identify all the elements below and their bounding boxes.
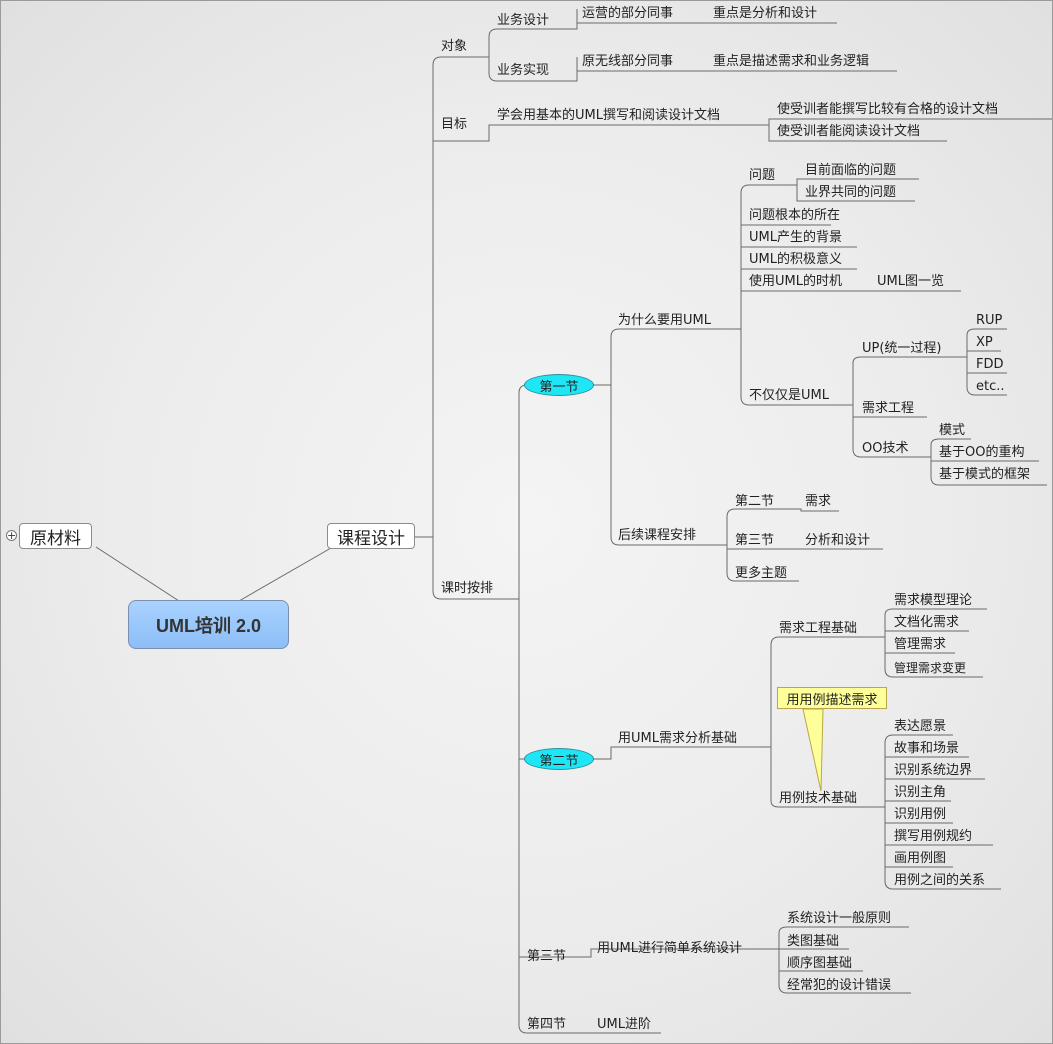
node-s3-item[interactable]: 顺序图基础 [787, 956, 853, 971]
node-usecase-item[interactable]: 识别用例 [894, 807, 947, 822]
node-follow-child[interactable]: 分析和设计 [805, 533, 871, 548]
node-problem-item[interactable]: 业界共同的问题 [805, 185, 897, 200]
node-usecase-item[interactable]: 用例之间的关系 [894, 873, 986, 888]
node-req-basics[interactable]: 需求工程基础 [779, 621, 858, 636]
node-oo-item[interactable]: 基于模式的框架 [939, 467, 1031, 482]
node-goal-text[interactable]: 学会用基本的UML撰写和阅读设计文档 [497, 108, 720, 123]
node-timing-child[interactable]: UML图一览 [877, 274, 944, 289]
node-oo[interactable]: OO技术 [862, 441, 909, 456]
node-req-item[interactable]: 管理需求变更 [894, 661, 967, 675]
node-section-2[interactable]: 第二节 [524, 748, 594, 770]
node-beyond-uml[interactable]: 不仅仅是UML [749, 388, 829, 403]
node-req-eng[interactable]: 需求工程 [862, 401, 915, 416]
node-usecase-item[interactable]: 画用例图 [894, 851, 947, 866]
node-oo-item[interactable]: 基于OO的重构 [939, 445, 1025, 460]
node-course-design[interactable]: 课程设计 [327, 523, 415, 549]
node-up-item[interactable]: XP [976, 335, 993, 350]
node-up-item[interactable]: etc.. [976, 379, 1005, 394]
node-timing[interactable]: 使用UML的时机 [749, 274, 842, 289]
node-usecase-item[interactable]: 表达愿景 [894, 719, 947, 734]
node-usecase-item[interactable]: 撰写用例规约 [894, 829, 973, 844]
node-follow-item[interactable]: 第二节 [735, 494, 775, 509]
node-follow-up[interactable]: 后续课程安排 [618, 528, 697, 543]
node-s3-item[interactable]: 类图基础 [787, 934, 840, 949]
node-s3-item[interactable]: 经常犯的设计错误 [787, 978, 892, 993]
expand-icon[interactable]: + [6, 529, 17, 542]
node-req-item[interactable]: 文档化需求 [894, 615, 960, 630]
node-up[interactable]: UP(统一过程) [862, 341, 942, 356]
node-oo-item[interactable]: 模式 [939, 423, 966, 438]
node-follow-item[interactable]: 更多主题 [735, 566, 788, 581]
node-goal-item[interactable]: 使受训者能阅读设计文档 [777, 124, 921, 139]
node-usecase-item[interactable]: 识别主角 [894, 785, 947, 800]
node-schedule[interactable]: 课时按排 [441, 581, 494, 596]
node-label: 原材料 [30, 528, 81, 549]
node-why-uml[interactable]: 为什么要用UML [618, 313, 711, 328]
node-audience-impl-group[interactable]: 原无线部分同事 [582, 54, 674, 69]
node-audience-impl-focus[interactable]: 重点是描述需求和业务逻辑 [713, 54, 870, 69]
node-follow-item[interactable]: 第三节 [735, 533, 775, 548]
node-goal[interactable]: 目标 [441, 117, 468, 132]
callout-note: 用用例描述需求 [777, 687, 887, 709]
node-audience-design-focus[interactable]: 重点是分析和设计 [713, 6, 818, 21]
node-req-item[interactable]: 管理需求 [894, 637, 947, 652]
node-problem-item[interactable]: 目前面临的问题 [805, 163, 897, 178]
node-background[interactable]: UML产生的背景 [749, 230, 842, 245]
node-audience-design[interactable]: 业务设计 [497, 13, 550, 28]
node-audience[interactable]: 对象 [441, 39, 468, 54]
node-usecase[interactable]: 用例技术基础 [779, 791, 858, 806]
node-audience-design-group[interactable]: 运营的部分同事 [582, 6, 674, 21]
node-s3-main[interactable]: 用UML进行简单系统设计 [597, 941, 742, 956]
node-follow-child[interactable]: 需求 [805, 494, 832, 509]
node-s4-main[interactable]: UML进阶 [597, 1017, 651, 1032]
node-section-1[interactable]: 第一节 [524, 374, 594, 396]
root-node[interactable]: UML培训 2.0 [128, 600, 289, 649]
root-label: UML培训 2.0 [155, 615, 261, 636]
node-s3-item[interactable]: 系统设计一般原则 [787, 911, 892, 926]
node-usecase-item[interactable]: 故事和场景 [894, 741, 960, 756]
node-audience-impl[interactable]: 业务实现 [497, 63, 550, 78]
node-up-item[interactable]: FDD [976, 357, 1004, 372]
node-req-item[interactable]: 需求模型理论 [894, 593, 973, 608]
node-section-4[interactable]: 第四节 [527, 1017, 567, 1032]
node-s2-main[interactable]: 用UML需求分析基础 [618, 731, 737, 746]
node-section-3[interactable]: 第三节 [527, 949, 567, 964]
node-meaning[interactable]: UML的积极意义 [749, 252, 842, 267]
node-root-cause[interactable]: 问题根本的所在 [749, 208, 841, 223]
node-up-item[interactable]: RUP [976, 313, 1003, 328]
node-usecase-item[interactable]: 识别系统边界 [894, 763, 973, 778]
node-raw-materials[interactable]: 原材料 [19, 523, 92, 549]
node-label: 课程设计 [337, 528, 405, 549]
node-problem[interactable]: 问题 [749, 168, 776, 183]
node-goal-item[interactable]: 使受训者能撰写比较有合格的设计文档 [777, 102, 999, 117]
